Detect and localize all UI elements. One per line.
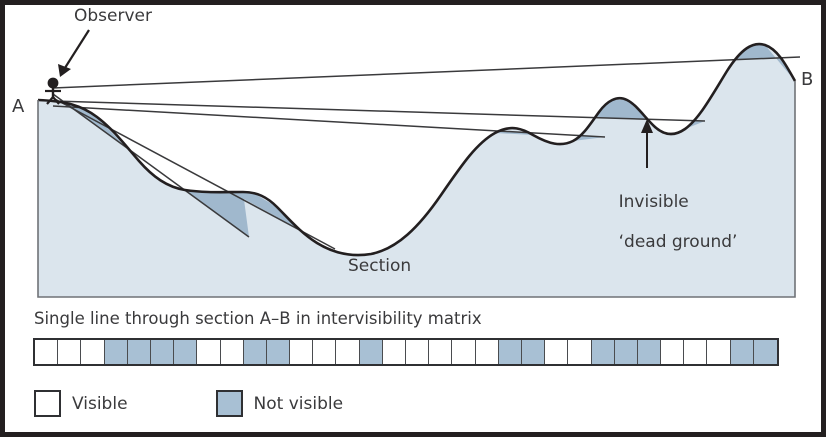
matrix-cell <box>313 340 337 364</box>
matrix-caption: Single line through section A–B in inter… <box>34 309 482 328</box>
matrix-cell <box>661 340 685 364</box>
matrix-cell <box>753 340 777 364</box>
matrix-cell <box>266 340 291 364</box>
observer-leg-right <box>52 96 60 105</box>
intervisibility-matrix-strip <box>33 338 779 366</box>
dead-ground-pocket-5 <box>53 45 795 88</box>
matrix-cell <box>290 340 314 364</box>
legend-item-visible: Visible <box>34 390 128 417</box>
matrix-cell <box>35 340 59 364</box>
matrix-cell <box>452 340 476 364</box>
matrix-cell <box>498 340 522 364</box>
dead-ground-label-line2: ‘dead ground’ <box>618 232 738 253</box>
dead-ground-label: Invisible ‘dead ground’ <box>597 172 738 272</box>
observer-figure <box>45 77 61 105</box>
sight-line-5 <box>52 97 336 250</box>
matrix-cell <box>707 340 731 364</box>
sight-line-1 <box>52 56 801 89</box>
matrix-cell <box>104 340 128 364</box>
matrix-cell <box>521 340 546 364</box>
legend-item-not-visible: Not visible <box>215 390 344 417</box>
observer-head-icon <box>47 77 59 89</box>
terrain-profile-line <box>37 42 797 257</box>
matrix-cell <box>730 340 754 364</box>
matrix-cell <box>475 340 499 364</box>
legend-swatch-not-visible <box>215 390 243 417</box>
legend-swatch-visible <box>34 390 61 417</box>
matrix-cell <box>545 340 569 364</box>
matrix-cell <box>637 340 662 364</box>
matrix-cell <box>174 340 198 364</box>
matrix-cell <box>150 340 175 364</box>
matrix-cell <box>81 340 105 364</box>
matrix-cell <box>127 340 151 364</box>
matrix-cell <box>359 340 383 364</box>
matrix-cell <box>197 340 221 364</box>
dead-ground-label-line1: Invisible <box>618 192 689 213</box>
matrix-cell <box>336 340 360 364</box>
matrix-cell <box>243 340 267 364</box>
sight-line-4 <box>52 93 250 238</box>
matrix-cell <box>568 340 592 364</box>
observer-label: Observer <box>74 6 152 26</box>
legend-label-not-visible: Not visible <box>253 393 344 414</box>
legend: Visible Not visible <box>34 390 343 417</box>
matrix-cell <box>614 340 638 364</box>
matrix-cell <box>684 340 708 364</box>
point-b-label: B <box>801 69 814 90</box>
matrix-cell <box>382 340 406 364</box>
matrix-cell <box>406 340 430 364</box>
observer-arrow-icon <box>58 29 90 77</box>
observer-leg-left <box>46 96 54 105</box>
section-label: Section <box>348 256 412 276</box>
matrix-cell <box>220 340 244 364</box>
dead-ground-arrow-icon <box>641 119 653 168</box>
section-box-edges <box>37 81 796 298</box>
point-a-label: A <box>12 96 25 117</box>
sight-line-3 <box>52 105 606 138</box>
matrix-cell <box>429 340 453 364</box>
section-diagram <box>37 29 801 298</box>
matrix-cell <box>591 340 615 364</box>
legend-label-visible: Visible <box>72 393 128 414</box>
matrix-cell <box>58 340 82 364</box>
